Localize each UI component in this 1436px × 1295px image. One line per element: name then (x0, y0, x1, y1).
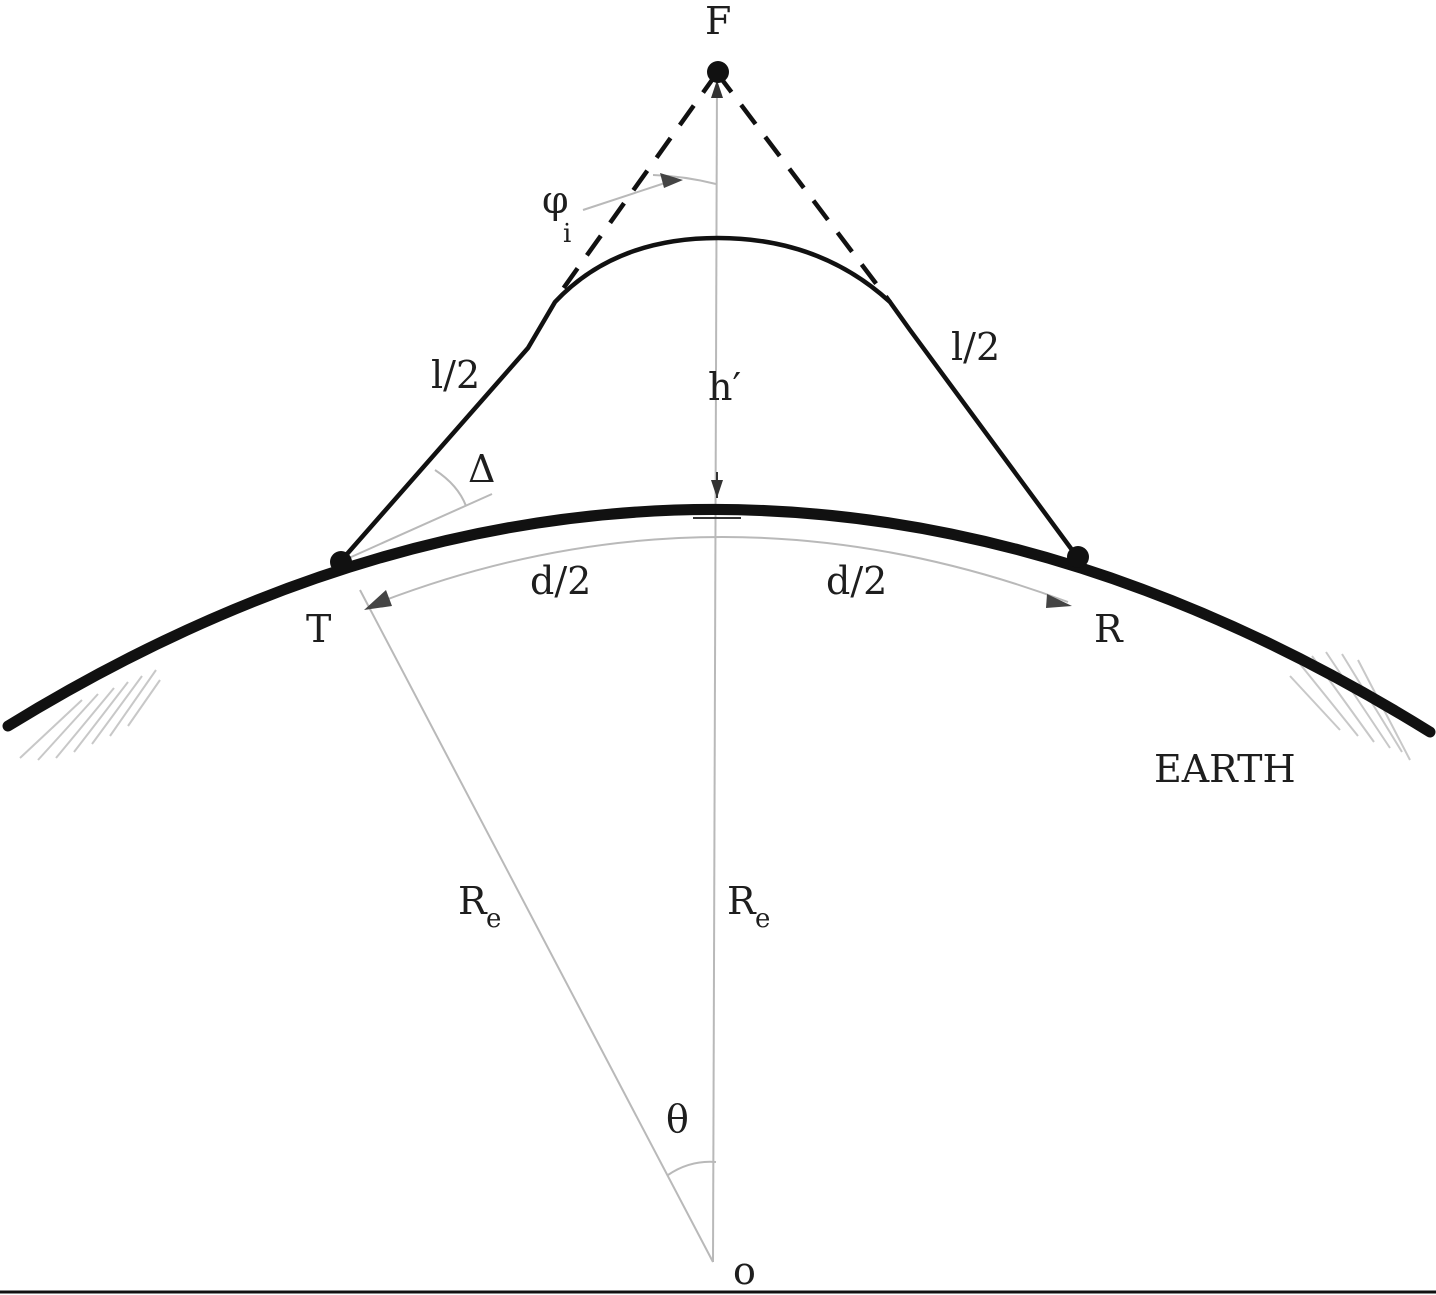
transmitter-label: T (306, 607, 331, 651)
origin-label: o (733, 1249, 756, 1293)
transmitter-point (330, 551, 352, 573)
clipped-title-fragment (0, 0, 1436, 6)
height-arrow-up (711, 80, 723, 98)
ground-distance-arc (369, 536, 1069, 607)
phi-label: φ (542, 178, 569, 222)
half-distance-left-label: d/2 (530, 559, 591, 603)
focus-label: F (705, 0, 731, 43)
half-distance-right-label: d/2 (826, 559, 887, 603)
phi-pointer-arrowhead (660, 173, 683, 188)
receiver-point (1067, 546, 1089, 568)
theta-angle-arc (667, 1160, 717, 1176)
ground-arc-arrow-right (1046, 594, 1072, 608)
height-label: h′ (708, 365, 741, 409)
half-length-right-label: l/2 (951, 325, 1000, 369)
radius-left-label: R (458, 879, 488, 923)
earth-surface (2, 504, 1436, 738)
phi-angle-arc (652, 174, 717, 185)
virtual-path-right (715, 71, 892, 304)
focus-point (707, 61, 729, 83)
height-arrow-down (711, 480, 723, 498)
delta-angle-arc (434, 469, 467, 507)
half-length-left-label: l/2 (431, 353, 480, 397)
earth-hatching-left (19, 669, 161, 761)
receiver-label: R (1094, 607, 1124, 651)
phi-pointer-line (582, 181, 669, 211)
ray-path (338, 235, 1080, 564)
ground-arc-arrow-left (364, 590, 392, 610)
radius-right-subscript: e (755, 904, 770, 934)
earth-label: EARTH (1154, 747, 1296, 791)
theta-label: θ (666, 1097, 689, 1141)
radius-left-subscript: e (486, 904, 501, 934)
radius-line-left (359, 589, 714, 1263)
delta-label: Δ (468, 447, 495, 491)
vertical-axis-line (712, 77, 718, 1263)
phi-subscript: i (563, 219, 571, 249)
virtual-path-left (553, 71, 719, 302)
radius-right-label: R (727, 879, 757, 923)
